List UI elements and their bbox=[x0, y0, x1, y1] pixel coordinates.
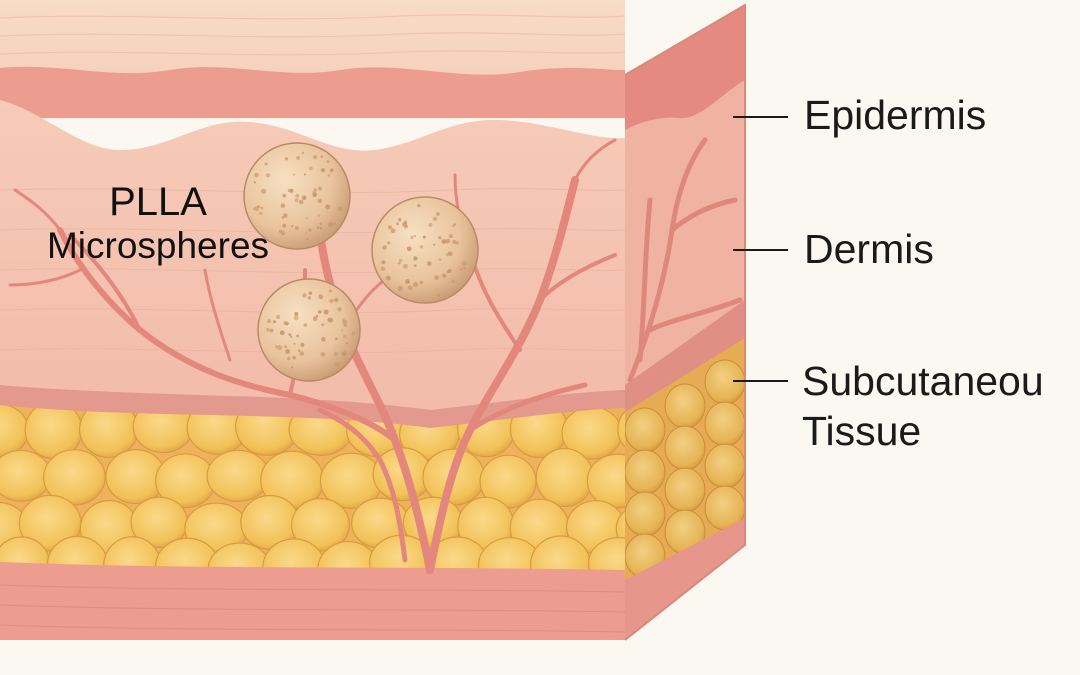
fat-cell bbox=[664, 467, 706, 513]
dermis-label: Dermis bbox=[804, 226, 934, 272]
fat-cell bbox=[664, 383, 706, 429]
microsphere-1 bbox=[243, 142, 351, 250]
plla-label-line1: PLLA bbox=[109, 180, 207, 224]
subcutaneous-label-line2: Tissue bbox=[802, 408, 922, 454]
fat-cell bbox=[290, 498, 351, 552]
dermis-region bbox=[0, 100, 625, 415]
fat-cell bbox=[625, 407, 666, 453]
fat-cell bbox=[615, 503, 625, 555]
fat-cell bbox=[625, 449, 666, 495]
fat-cell bbox=[664, 425, 706, 471]
plla-label-line2: Microspheres bbox=[46, 225, 270, 266]
fat-cell bbox=[586, 453, 625, 509]
fat-cell bbox=[617, 405, 625, 458]
bottom-band bbox=[0, 562, 625, 640]
epidermis-leader-line bbox=[733, 116, 788, 118]
fat-cell bbox=[704, 443, 745, 489]
plla-microspheres bbox=[243, 142, 479, 382]
fat-cell bbox=[206, 449, 270, 503]
fat-cell bbox=[43, 449, 106, 506]
plla-microspheres-label: PLLA Microspheres bbox=[8, 180, 308, 268]
basal-layer bbox=[0, 66, 625, 118]
fat-cell bbox=[704, 401, 745, 447]
dermis-leader-line bbox=[733, 249, 788, 251]
blood-vessels bbox=[8, 138, 617, 574]
epidermis-label: Epidermis bbox=[804, 92, 987, 138]
front-face bbox=[0, 0, 625, 640]
fat-cell bbox=[625, 491, 666, 537]
fat-cell bbox=[535, 447, 594, 508]
subcutaneous-label-line1: Subcutaneou bbox=[802, 358, 1044, 404]
fat-cell bbox=[704, 359, 745, 405]
side-face bbox=[624, 3, 746, 641]
subcutaneous-leader-line bbox=[733, 380, 788, 382]
microsphere-2 bbox=[371, 196, 479, 304]
microsphere-3 bbox=[257, 278, 361, 382]
